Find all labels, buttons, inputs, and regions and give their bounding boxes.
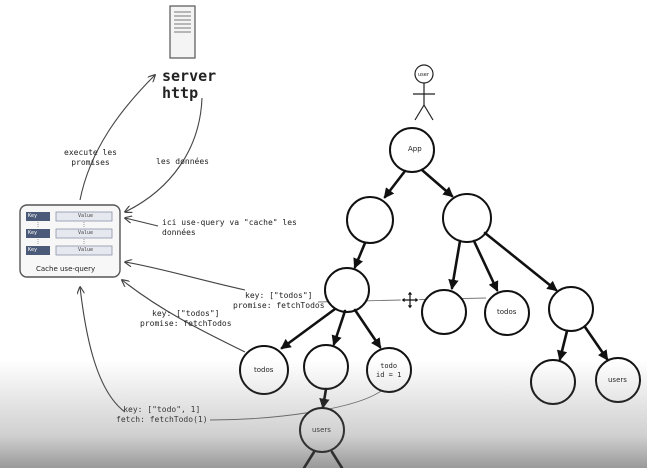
label-les-donnees: les données	[156, 157, 209, 166]
arrow-key-todos-left	[122, 280, 246, 353]
cache-key-3: Key	[28, 247, 38, 253]
stick-figure-icon	[413, 64, 435, 121]
arrow-cache-note	[125, 218, 159, 227]
node-l2-left	[324, 267, 370, 313]
cache-box	[19, 204, 121, 278]
cache-value-2: Value	[78, 230, 94, 236]
node-label-todos-mid: todos	[497, 308, 517, 316]
line-todo	[209, 387, 386, 421]
node-l1-right	[442, 193, 492, 243]
move-cursor-icon[interactable]	[400, 290, 420, 310]
cache-value-1: Value	[78, 213, 94, 219]
node-l1-left	[346, 196, 394, 244]
cache-title: Cache use-query	[36, 265, 96, 273]
node-l2-right	[548, 286, 594, 332]
arrow-key-todo	[80, 287, 126, 413]
label-key-todos-right: key: ["todos"] promise: fetchTodos	[233, 291, 325, 310]
server-protocol: http	[162, 84, 199, 102]
node-l3-mid	[303, 344, 349, 390]
label-execute-promises: execute les promises	[64, 148, 117, 167]
arrow-key-todos-right	[125, 262, 246, 291]
label-key-todos-left: key: ["todos"] promise: fetchTodos	[140, 309, 232, 328]
node-label-users-bottom: users	[312, 426, 331, 434]
cache-key-2: Key	[28, 230, 38, 236]
arrow-execute	[79, 75, 155, 201]
cache-key-1: Key	[28, 213, 38, 219]
node-label-user: user	[418, 72, 429, 78]
node-l2-mid	[421, 289, 467, 335]
server-icon	[169, 5, 196, 59]
cache-value-3: Value	[78, 247, 94, 253]
label-key-todo: key: ["todo", 1] fetch: fetchTodo(1)	[116, 405, 208, 424]
node-todos-mid	[484, 290, 530, 336]
node-label-users-right: users	[608, 376, 627, 384]
server-title: server	[162, 67, 217, 85]
tree-nodes	[239, 127, 641, 453]
arrow-donnees	[125, 97, 203, 212]
node-app	[389, 127, 435, 173]
label-cache-note: ici use-query va "cache" les données	[162, 218, 297, 237]
node-l3-right-a	[530, 359, 576, 405]
node-label-app: App	[408, 145, 422, 153]
node-label-todos-left: todos	[254, 366, 274, 374]
node-label-todo: todo id = 1	[376, 362, 402, 379]
